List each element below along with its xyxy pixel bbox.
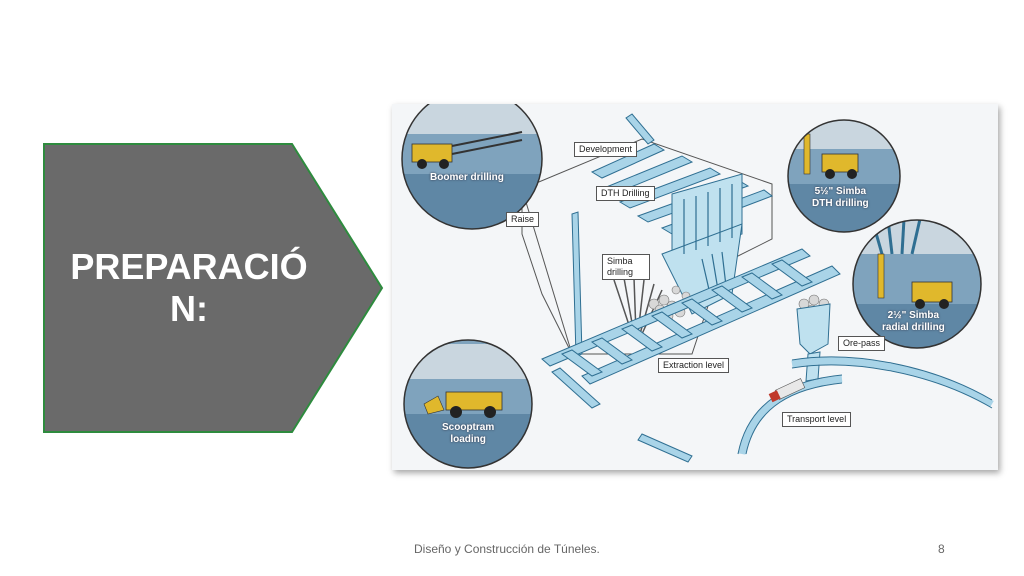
transport-level	[738, 357, 994, 455]
caption-scooptram-line1: Scooptram	[442, 422, 495, 433]
raise-shaft	[571, 211, 583, 357]
lower-drift	[637, 433, 693, 463]
footer-text: Diseño y Construcción de Túneles.	[414, 542, 600, 556]
caption-simba-radial: 2½" Simba radial drilling	[882, 310, 945, 334]
label-transport-level: Transport level	[782, 412, 852, 427]
ore-pass-shaft	[796, 303, 831, 382]
label-extraction-level: Extraction level	[658, 358, 730, 373]
scooptram-inset	[403, 339, 533, 469]
caption-simba-dth: 5½" Simba DTH drilling	[812, 186, 869, 210]
label-ore-pass: Ore-pass	[838, 336, 886, 351]
diagram-illustration	[401, 104, 994, 469]
slide-title: PREPARACIÓ N:	[44, 246, 334, 330]
caption-scooptram: Scooptram loading	[442, 422, 494, 446]
extraction-level	[541, 248, 841, 409]
page-number: 8	[938, 542, 945, 556]
caption-simba-radial-line1: 2½" Simba	[887, 310, 940, 321]
boomer-inset	[401, 104, 543, 230]
caption-scooptram-line2: loading	[450, 434, 486, 445]
label-development: Development	[574, 142, 638, 157]
caption-boomer-drilling: Boomer drilling	[430, 172, 504, 183]
title-pentagon	[43, 143, 384, 433]
transport-level-edges	[737, 356, 993, 455]
caption-simba-dth-line1: 5½" Simba	[814, 186, 867, 197]
caption-simba-dth-line2: DTH drilling	[812, 198, 869, 209]
slide-title-line2: N:	[170, 288, 208, 329]
truck-icon	[768, 378, 806, 403]
label-raise: Raise	[506, 212, 540, 227]
slide-title-line1: PREPARACIÓ	[70, 246, 308, 287]
caption-simba-radial-line2: radial drilling	[882, 322, 945, 333]
label-dth-drilling: DTH Drilling	[596, 186, 655, 201]
mining-method-diagram: Development DTH Drilling Raise Simba dri…	[392, 104, 998, 470]
drill-holes	[683, 184, 733, 295]
label-simba-drilling: Simba drilling	[602, 254, 650, 280]
